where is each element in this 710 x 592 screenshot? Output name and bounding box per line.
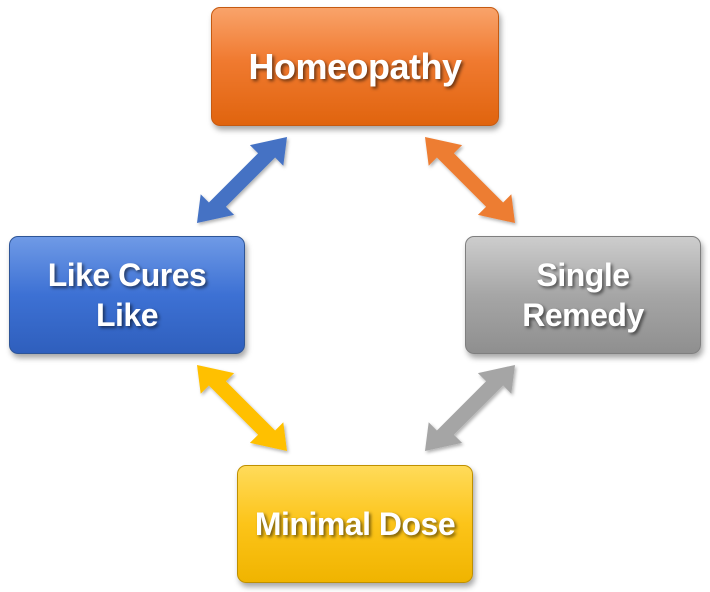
arrow-left-bottom bbox=[197, 365, 287, 451]
arrow-right-bottom bbox=[425, 365, 515, 451]
node-like-cures-like-label: Like Cures Like bbox=[47, 257, 207, 333]
arrow-top-left bbox=[197, 137, 287, 223]
node-minimal-dose: Minimal Dose bbox=[237, 465, 473, 583]
arrow-top-right bbox=[425, 137, 515, 223]
node-homeopathy-label: Homeopathy bbox=[248, 45, 462, 87]
node-minimal-dose-label: Minimal Dose bbox=[254, 506, 456, 542]
node-single-remedy-label: Single Remedy bbox=[522, 257, 644, 333]
node-like-cures-like: Like Cures Like bbox=[9, 236, 245, 354]
node-single-remedy: Single Remedy bbox=[465, 236, 701, 354]
node-homeopathy: Homeopathy bbox=[211, 7, 499, 126]
